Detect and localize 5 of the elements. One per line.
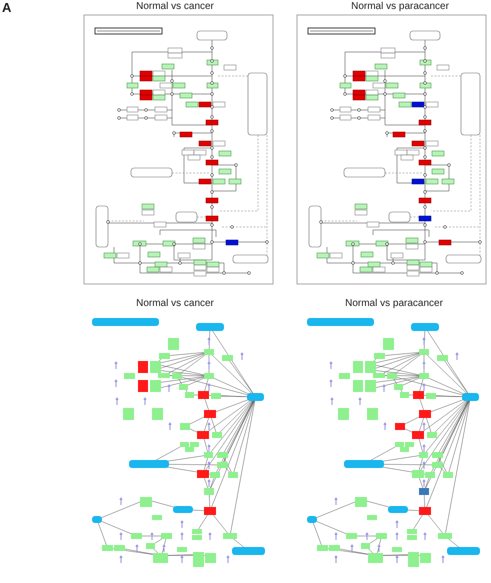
panel-title: Normal vs paracancer <box>345 298 443 309</box>
panel-title: Normal vs cancer <box>136 298 214 309</box>
panel-title: Normal vs cancer <box>136 1 214 12</box>
panel-title: Normal vs paracancer <box>351 1 449 12</box>
panel-letter: A <box>2 1 12 16</box>
